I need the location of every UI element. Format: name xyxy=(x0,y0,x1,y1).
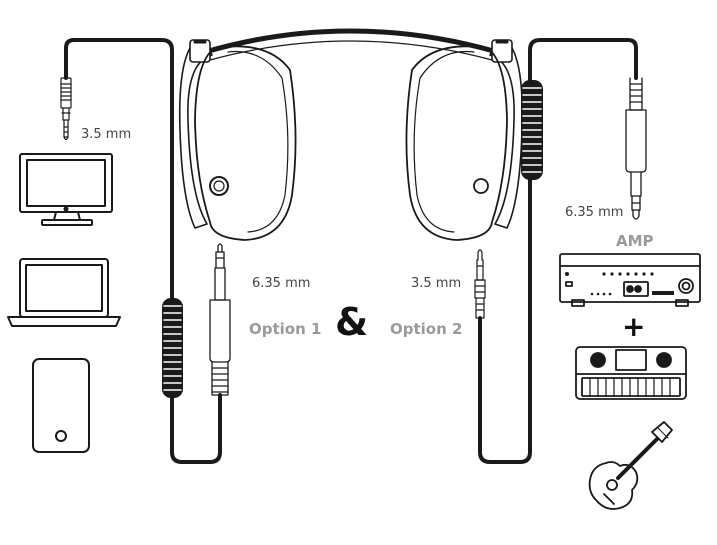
center-right-jack-size-label: 3.5 mm xyxy=(411,276,462,291)
keyboard-icon xyxy=(575,346,687,400)
phone-icon xyxy=(32,358,90,453)
headphones-icon xyxy=(178,28,524,241)
guitar-icon xyxy=(588,421,673,510)
amp-label: AMP xyxy=(616,232,654,250)
center-left-jack-size-label: 6.35 mm xyxy=(252,276,311,291)
plus-symbol: + xyxy=(622,310,646,343)
laptop-icon xyxy=(7,258,121,327)
center-right-plug-3-5mm xyxy=(474,249,486,319)
center-left-plug-6-35mm xyxy=(209,243,231,396)
left-coil xyxy=(162,298,183,398)
right-cable xyxy=(478,38,638,464)
left-jack-size-label: 3.5 mm xyxy=(81,127,132,142)
monitor-icon xyxy=(19,153,113,226)
amplifier-icon xyxy=(559,253,701,307)
option-1-label: Option 1 xyxy=(249,320,322,338)
ampersand-symbol: & xyxy=(335,300,369,344)
left-plug-3-5mm xyxy=(60,77,72,141)
right-jack-size-label: 6.35 mm xyxy=(565,205,624,220)
option-2-label: Option 2 xyxy=(390,320,463,338)
left-cable xyxy=(64,38,222,464)
right-coil xyxy=(521,80,543,180)
right-plug-6-35mm xyxy=(625,77,647,220)
